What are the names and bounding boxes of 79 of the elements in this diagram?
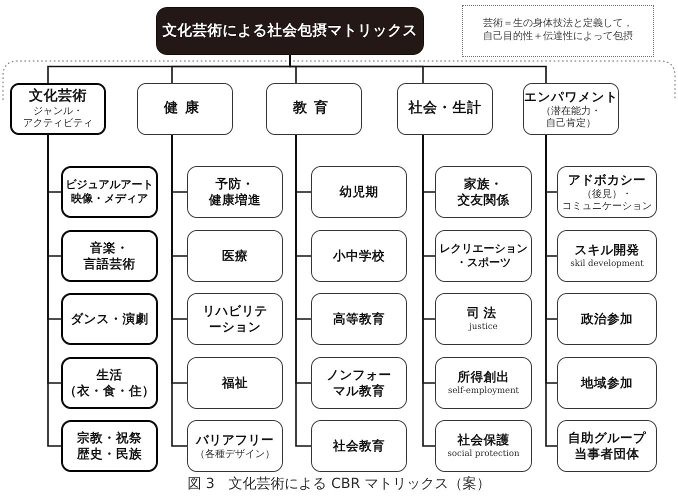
item-label: 社会教育 xyxy=(333,438,385,454)
item-box xyxy=(311,230,407,282)
item-box xyxy=(187,357,283,409)
item-box xyxy=(435,420,532,472)
item-box xyxy=(187,293,283,345)
category-box xyxy=(137,83,233,135)
connector-line xyxy=(47,135,61,447)
item-box xyxy=(61,357,158,409)
item-label: 所得創出 xyxy=(458,369,510,386)
note-box xyxy=(462,5,654,57)
item-box xyxy=(311,357,407,409)
item-label: 音楽・言語芸術 xyxy=(84,240,136,272)
item-label: リハビリテーション xyxy=(202,303,268,335)
category-box xyxy=(266,83,362,135)
item-subtitle: justice xyxy=(469,322,498,333)
item-label: ノンフォーマル教育 xyxy=(326,367,392,399)
item-label: ダンス・演劇 xyxy=(70,311,148,327)
connector-line xyxy=(289,55,547,83)
item-label: 家族・交友関係 xyxy=(458,176,510,208)
figure-caption: 図 3 文化芸術による CBR マトリックス（案） xyxy=(187,475,491,493)
connector-line xyxy=(545,135,557,447)
item-box xyxy=(61,166,158,218)
category-subtitle: （潜在能力・自己肯定） xyxy=(541,106,601,130)
category-subtitle: ジャンル・アクティビティ xyxy=(23,106,93,130)
item-box xyxy=(435,293,532,345)
item-label: 生活（衣・食・住） xyxy=(64,367,155,399)
item-box xyxy=(187,166,283,218)
item-box xyxy=(61,420,158,472)
item-box xyxy=(557,293,657,345)
item-box xyxy=(61,293,158,345)
item-label: 政治参加 xyxy=(581,311,633,327)
item-label: バリアフリー xyxy=(196,432,274,448)
item-label: 幼児期 xyxy=(340,184,378,200)
connector-line xyxy=(295,135,311,447)
item-label: アドボカシー xyxy=(568,172,646,188)
item-label: 福祉 xyxy=(222,375,248,391)
category-box xyxy=(10,83,106,135)
category-label: エンパワメント xyxy=(524,88,618,104)
item-box xyxy=(557,357,657,409)
connector-line xyxy=(171,135,187,447)
category-label: 教育 xyxy=(293,100,335,118)
item-label: スキル開発 xyxy=(574,242,640,258)
item-box xyxy=(435,357,532,409)
item-box xyxy=(311,420,407,472)
item-label: 高等教育 xyxy=(333,311,385,327)
item-box xyxy=(311,166,407,218)
item-box xyxy=(557,166,657,218)
item-box xyxy=(187,420,283,472)
item-box xyxy=(187,230,283,282)
item-label: 宗教・祝祭歴史・民族 xyxy=(77,430,142,462)
note-text: 芸術＝生の身体技法と定義して，自己目的性＋伝達性によって包摂 xyxy=(483,18,633,44)
item-label: 自助グループ当事者団体 xyxy=(568,430,646,462)
item-subtitle: social protection xyxy=(447,449,520,460)
item-label: 司法 xyxy=(466,305,500,322)
category-label: 健康 xyxy=(164,100,206,118)
item-label: ビジュアルアート映像・メディア xyxy=(66,178,154,206)
category-box xyxy=(523,83,619,135)
item-label: 小中学校 xyxy=(333,248,385,264)
item-box xyxy=(61,230,158,282)
item-box xyxy=(557,420,657,472)
banner-title: 文化芸術による社会包摂マトリックス xyxy=(162,22,418,40)
connector-line xyxy=(422,135,435,447)
item-label: レクリエーション・スポーツ xyxy=(440,242,528,270)
item-label: 地域参加 xyxy=(581,375,633,391)
item-box xyxy=(435,230,532,282)
title-banner xyxy=(156,7,424,55)
item-box xyxy=(557,230,657,282)
item-label: 社会保護 xyxy=(458,432,510,448)
item-subtitle: self-employment xyxy=(448,386,519,397)
item-subtitle: （各種デザイン） xyxy=(195,448,275,460)
item-label: 予防・健康増進 xyxy=(209,176,261,208)
item-box xyxy=(435,166,532,218)
item-subtitle: （後見）・コミュニケーション xyxy=(562,188,652,212)
item-label: 医療 xyxy=(222,248,248,264)
item-box xyxy=(311,293,407,345)
category-label: 文化芸術 xyxy=(28,88,88,106)
category-box xyxy=(397,83,493,135)
category-label: 社会・生計 xyxy=(408,100,482,118)
item-subtitle: skil development xyxy=(570,259,644,270)
